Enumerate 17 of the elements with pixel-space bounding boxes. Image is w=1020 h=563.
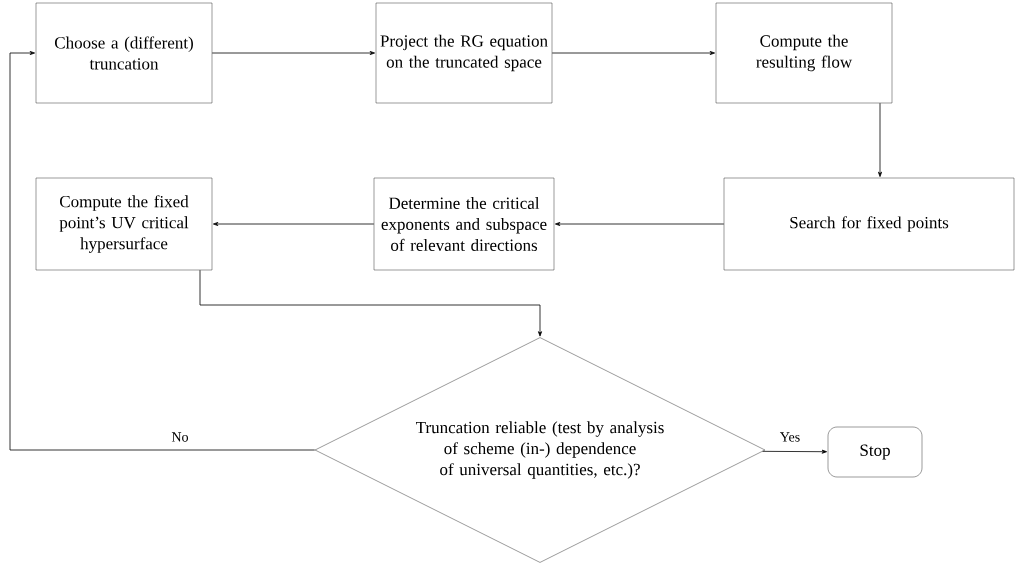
edge-label: Yes	[780, 432, 800, 442]
edge-label: No	[171, 432, 188, 442]
process-box: Project the RG equation on the truncated space	[375, 2, 553, 104]
arrow	[211, 51, 375, 55]
process-box: Search for fixed points	[723, 177, 1015, 271]
process-box: Choose a (different) truncation	[35, 2, 213, 104]
arrow	[555, 222, 725, 226]
process-box: Determine the critical exponents and subspace of relevant directions	[373, 177, 555, 271]
arrow	[9, 51, 316, 451]
terminal-box: Stop	[827, 426, 923, 478]
arrow	[878, 102, 882, 177]
arrow	[213, 222, 375, 226]
process-box: Compute the fixed point’s UV critical hypersurface	[35, 177, 213, 271]
arrow	[762, 449, 827, 454]
arrow	[551, 51, 715, 55]
process-box: Compute the resulting flow	[715, 2, 893, 104]
arrow	[199, 269, 542, 337]
